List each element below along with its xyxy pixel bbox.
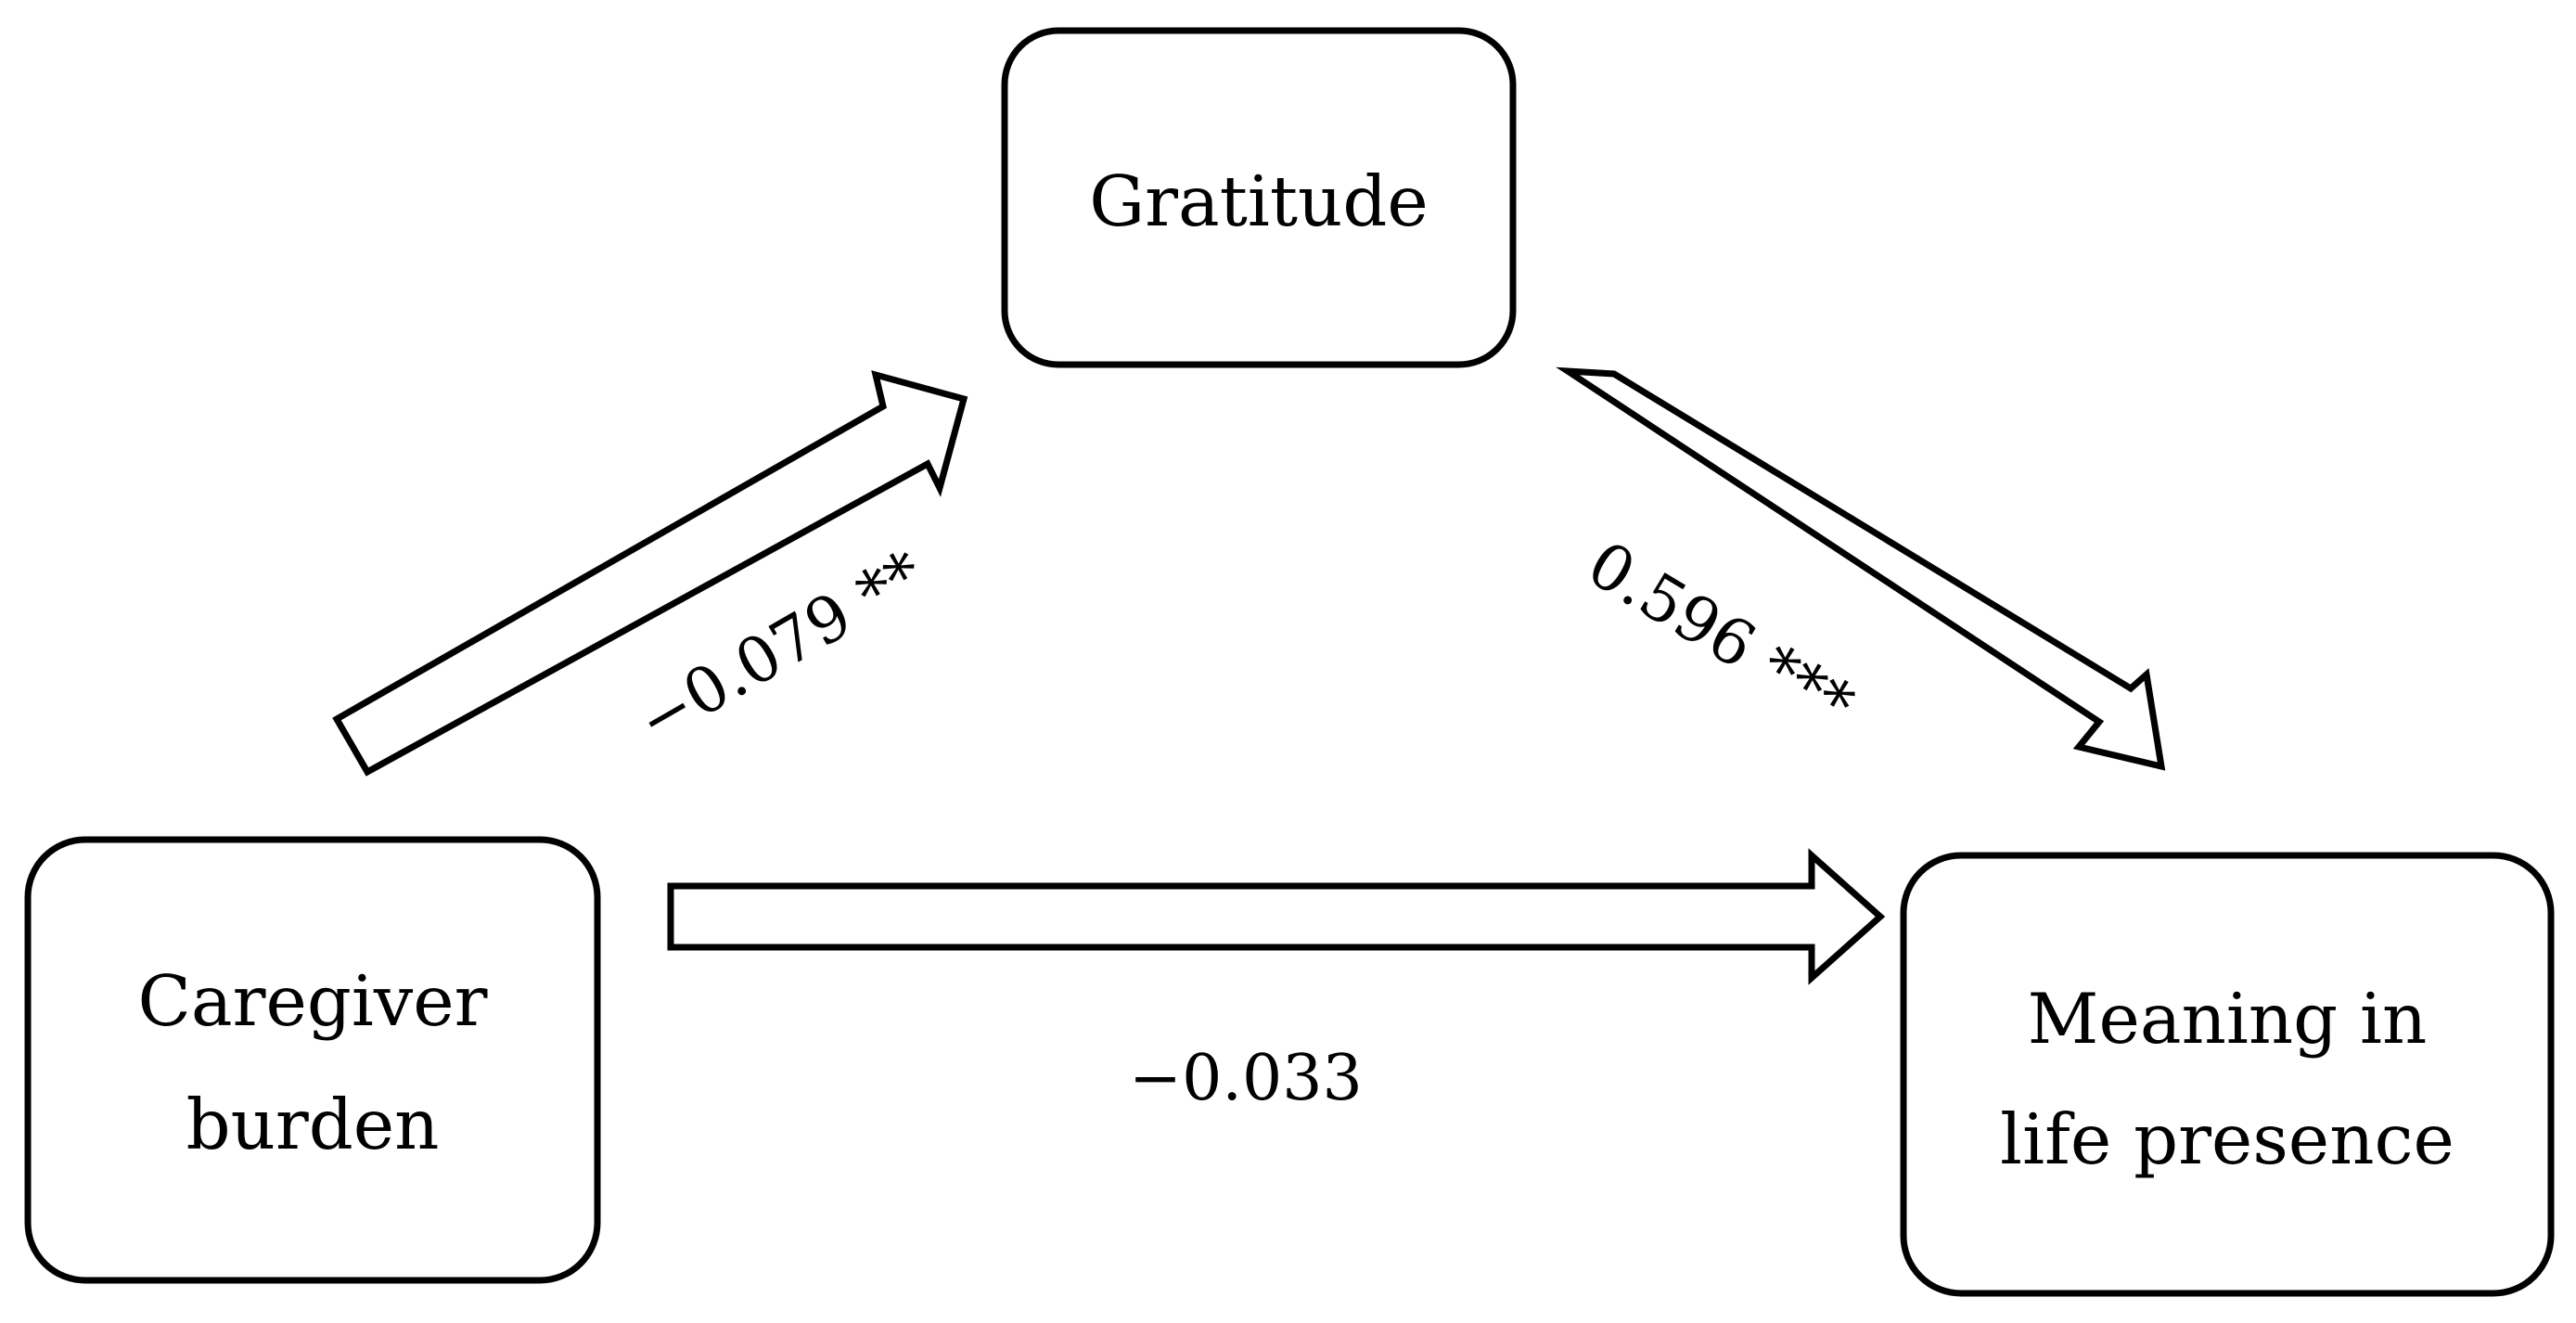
meaning-in-life-node: Meaning in life presence: [1900, 852, 2555, 1297]
meaning-in-life-label-line1: Meaning in: [2028, 978, 2428, 1060]
gratitude-label: Gratitude: [1089, 161, 1428, 242]
meaning-in-life-label-line2: life presence: [2000, 1098, 2454, 1180]
caregiver-burden-label-line2: burden: [186, 1084, 440, 1165]
burden-to-gratitude-arrow: −0.079 **: [332, 370, 968, 777]
caregiver-burden-node: Caregiver burden: [24, 836, 601, 1284]
burden-to-meaning-coefficient: −0.033: [1129, 1042, 1363, 1115]
gratitude-to-meaning-coefficient: 0.596 ***: [1575, 528, 1866, 743]
burden-to-meaning-arrow: −0.033: [667, 848, 1886, 1115]
gratitude-to-meaning-arrow: 0.596 ***: [1556, 366, 2166, 771]
caregiver-burden-label-line1: Caregiver: [138, 960, 488, 1042]
gratitude-node: Gratitude: [1001, 27, 1517, 368]
